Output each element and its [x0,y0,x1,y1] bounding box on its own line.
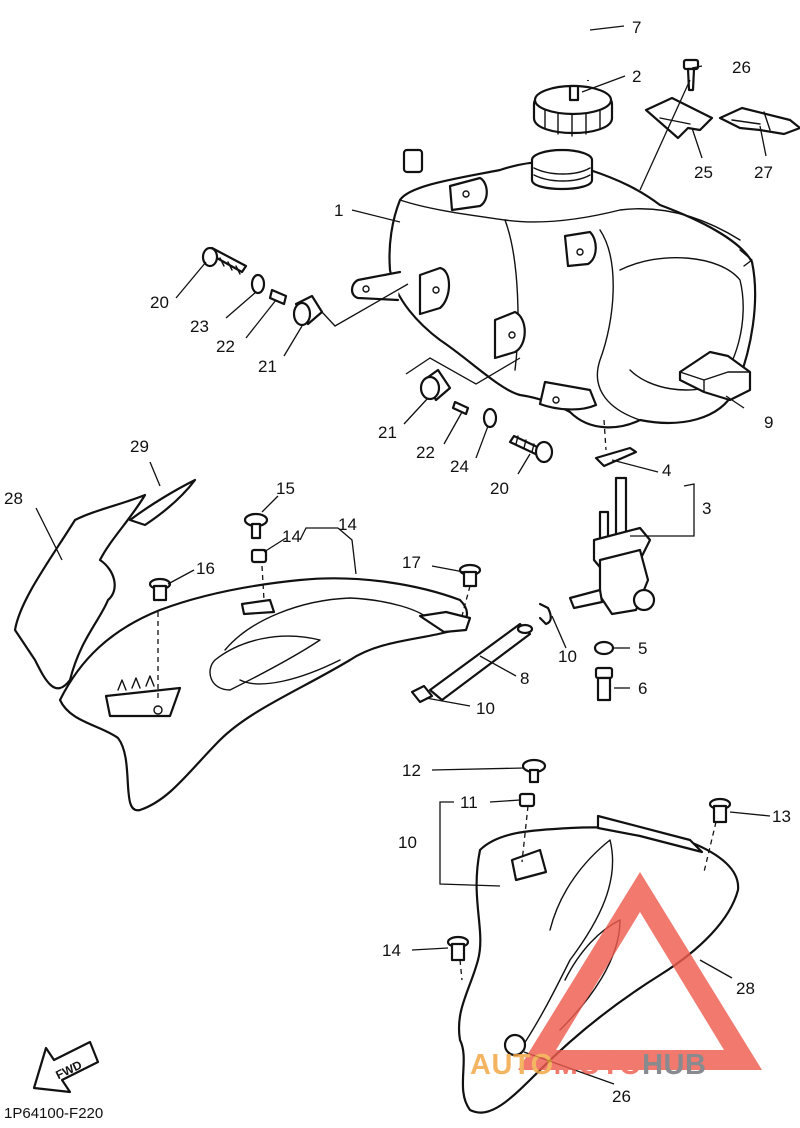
bolt-19-left [201,246,248,275]
callout-17: 15 [276,479,295,498]
callout-9: 9 [764,413,773,432]
callout-24: 26 [732,58,751,77]
callout-22-left: 23 [190,317,209,336]
callout-7: 7 [632,18,641,37]
fuel-tank [350,148,757,429]
callout-22-right: 24 [450,457,469,476]
callout-10-upper: 10 [558,647,577,666]
clip-18-right [458,563,482,588]
collar-12 [518,792,536,808]
callout-19-left: 20 [150,293,169,312]
callout-27: 28 [736,979,755,998]
graphic-28 [13,493,147,690]
watermark-moto: MOTO [554,1049,642,1081]
callout-28: 28 [4,489,23,508]
watermark-hub: HUB [642,1049,706,1081]
bolt-19-right [508,434,554,464]
damper-20-left [292,294,324,327]
fuel-cock [568,446,656,616]
callout-29: 29 [130,437,149,456]
washer-22-right [482,407,498,429]
forward-arrow: FWD [32,1040,100,1094]
clip-10-upper [538,602,552,626]
callout-14-upper: 13 [772,807,791,826]
clip-14-upper [708,797,732,824]
bracket [644,96,714,140]
diagram-code: 1P64100-F220 [4,1105,103,1122]
callout-12: 11 [460,793,478,812]
breather-hose [402,13,590,174]
clip-14-lower [446,935,470,962]
callout-18-right: 17 [402,553,421,572]
callout-18-left: 16 [196,559,215,578]
callout-26: 26 [612,1087,631,1106]
callout-23: 25 [694,163,713,182]
clip-10-lower [410,684,434,704]
leader-lines [35,25,771,1085]
callout-6: 6 [638,679,647,698]
callout-4: 4 [662,461,671,480]
callout-labels: 7 2 26 25 27 1 20 23 22 21 9 21 22 24 20… [4,18,791,1106]
callout-14-lower: 14 [382,941,401,960]
bolt-6 [594,666,614,702]
callout-10-lower: 10 [476,699,495,718]
callout-2: 2 [632,67,641,86]
fuel-cap [532,84,614,137]
callout-25: 27 [754,163,773,182]
screw-24 [682,58,700,92]
callout-20-left: 21 [258,357,277,376]
strap [718,106,800,136]
callout-8: 8 [520,669,529,688]
callout-5: 5 [638,639,647,658]
callout-1: 1 [334,201,343,220]
screw-13 [521,758,547,784]
callout-13: 12 [402,761,421,780]
collar-16 [250,548,268,564]
callout-19-right: 20 [490,479,509,498]
graphic-29 [128,478,197,527]
watermark-logo: AUTOMOTOHUB [470,872,762,1081]
callout-21-left: 22 [216,337,235,356]
callout-20-right: 21 [378,423,397,442]
callout-11: 10 [398,833,417,852]
fuel-hose [428,622,534,702]
svg-text:AUTOMOTOHUB: AUTOMOTOHUB [470,1049,706,1081]
watermark-auto: AUTO [470,1049,554,1081]
collar-21-left [268,288,288,306]
callout-16: 14 [282,527,301,546]
damper-20-right [419,368,452,402]
callout-15: 14 [338,515,357,534]
callout-21-right: 22 [416,443,435,462]
washer-22-left [250,273,266,295]
collar-21-right [451,400,470,416]
clip-18-left [148,577,172,602]
screw-17 [243,512,269,540]
callout-3: 3 [702,499,711,518]
washer-5 [593,640,615,656]
side-cover-left [58,577,472,812]
damper [678,350,752,402]
